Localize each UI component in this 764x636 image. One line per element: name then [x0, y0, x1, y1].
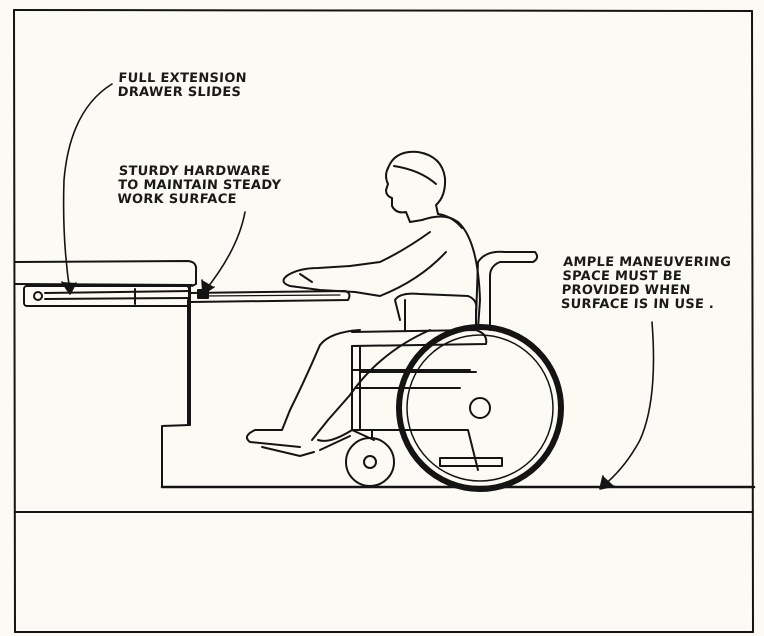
- annotation-drawer-slides: FULL EXTENSION DRAWER SLIDES: [117, 72, 247, 100]
- annotation-hardware: STURDY HARDWARE TO MAINTAIN STEADY WORK …: [117, 165, 282, 207]
- frame-border: [14, 10, 753, 632]
- annotation-maneuvering-space: AMPLE MANEUVERING SPACE MUST BE PROVIDED…: [561, 256, 732, 312]
- wheelchair: [318, 252, 561, 489]
- arrow-maneuvering-space: [600, 322, 654, 489]
- seated-person: [247, 152, 480, 456]
- arrow-hardware: [202, 212, 245, 294]
